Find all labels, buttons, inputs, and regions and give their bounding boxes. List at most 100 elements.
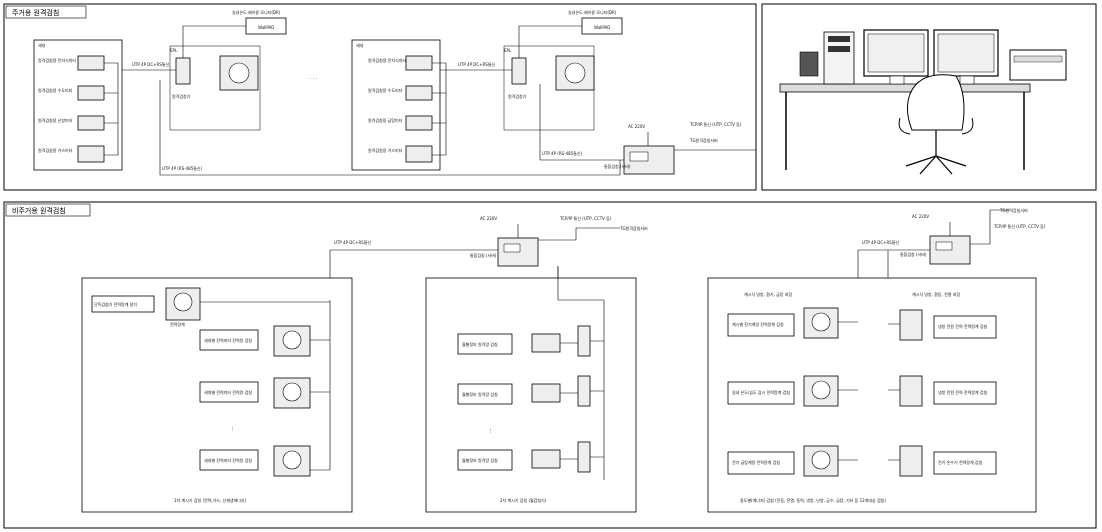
mcu-top-screen bbox=[629, 151, 649, 162]
left-meter-stack: 원격검침용 전자식미터 원격검침용 수도미터 원격검침용 난방미터 원격검침용 … bbox=[38, 55, 105, 163]
meter-label-4: 원격검침용 가스미터 bbox=[38, 147, 73, 153]
wallpad-right bbox=[581, 17, 623, 35]
tcpip-mid: TCP/IP 통신 (UTP, CCTV 등) bbox=[559, 215, 612, 221]
panel-1-rows: 세대별 전력미터 전력량 검침 세대별 전력미터 전력량 검침 ⋮ 세대별 전력… bbox=[199, 325, 311, 477]
panel-3-left-item-3 bbox=[727, 451, 795, 475]
bottom-title: 비주거용 원격검침 bbox=[12, 206, 66, 215]
panel-2-box bbox=[425, 277, 637, 513]
panel-2-item-3 bbox=[457, 449, 513, 471]
panel-3-right-meter-2 bbox=[899, 375, 923, 407]
meter-label-2: 원격검침용 수도미터 bbox=[38, 87, 73, 93]
tg-server-top: TG원격검침서버 bbox=[689, 137, 718, 143]
panel-1-item-3-text: 세대별 전력미터 전력량 검침 bbox=[204, 457, 252, 463]
panel-2-dev-1 bbox=[531, 333, 561, 353]
bottom-title-tab bbox=[5, 203, 91, 217]
meter-b-label-4: 원격검침용 가스미터 bbox=[368, 147, 403, 153]
meter-b-device-1 bbox=[405, 55, 433, 71]
dots-top: · · · bbox=[310, 77, 317, 82]
panel-2-item-3-text: 월별정보 원격량 검침 bbox=[462, 457, 498, 463]
unit-label-left: 세대 bbox=[38, 42, 46, 48]
panel-3-head-right: 계시식 냉방, 환등, 전열 외함 bbox=[912, 291, 960, 297]
panel-3-left-item-3-text: 전기 급탕계량 전력량계 검침 bbox=[732, 459, 780, 465]
desk-top bbox=[779, 83, 1031, 93]
utp-mid: UTP 4P DC+RS통신 bbox=[334, 239, 372, 245]
tcpip-top: TCP/IP 통신 (UTP, CCTV 등) bbox=[689, 121, 742, 127]
right-meter-stack: 원격검침용 전자식미터 원격검침용 수도미터 원격검침용 급탕미터 원격검침용 … bbox=[368, 55, 433, 163]
panel-1-main-label: 전력량계 bbox=[170, 321, 185, 327]
panel-2-item-2-text: 월별정보 원격량 검침 bbox=[462, 391, 498, 397]
epl-right bbox=[511, 57, 527, 85]
panel-3-right-item-3 bbox=[933, 451, 997, 475]
top-title-tab bbox=[5, 5, 87, 19]
panel-2-dev-3 bbox=[531, 449, 561, 469]
utp-label-left: UTP 4P DC+RS통신 bbox=[132, 61, 170, 67]
collector-dial-right bbox=[564, 62, 586, 84]
ac220-mid: AC 220V bbox=[480, 216, 497, 221]
panel-2-item-1 bbox=[457, 333, 513, 355]
panel-3-right-rows: 냉방 전원 전력 전력량계 검침 냉방 전원 전력 전력량계 검침 전기 온수기… bbox=[888, 309, 997, 477]
meter-b-label-3: 원격검침용 급탕미터 bbox=[368, 117, 403, 123]
epl-label-right: EPL bbox=[504, 48, 512, 53]
panel-2-term-2 bbox=[577, 375, 591, 407]
meter-device-4 bbox=[77, 145, 105, 163]
panel-2-term-1 bbox=[577, 325, 591, 357]
epl-label-left: EPL bbox=[170, 48, 178, 53]
collector-label-right: 원격검침기 bbox=[508, 93, 527, 99]
panel-3-left-item-2 bbox=[727, 381, 795, 405]
panel-1-item-3 bbox=[199, 449, 259, 471]
panel-2-term-3 bbox=[577, 441, 591, 473]
meter-b-device-2 bbox=[405, 85, 433, 101]
ac220-right: AC 220V bbox=[912, 214, 929, 219]
panel-3-right-meter-1 bbox=[899, 309, 923, 341]
panel-2-rows: 월별정보 원격량 검침 월별정보 원격량 검침 ⋮ 월별정보 원격량 검침 bbox=[457, 325, 604, 473]
panel-3-head-left: 계시식 냉방, 환기, 급탕 외함 bbox=[744, 291, 792, 297]
office-chair-icon bbox=[906, 74, 965, 131]
panel-2-caption: 2차 계시기 검침 (월검침기) bbox=[500, 497, 547, 503]
tg-mid: TG원격검침서버 bbox=[619, 225, 648, 231]
meter-b-device-3 bbox=[405, 115, 433, 131]
panel-2-item-1-text: 월별정보 원격량 검침 bbox=[462, 341, 498, 347]
mcu-mid-label: 통합검침 (서버) bbox=[470, 252, 497, 258]
tcpip-right: TCP/IP 통신 (UTP, CCTV 등) bbox=[993, 223, 1046, 229]
panel-3-right-meter-3 bbox=[899, 445, 923, 477]
meter-device-1 bbox=[77, 55, 105, 71]
meter-label-1: 원격검침용 전자식미터 bbox=[38, 57, 76, 63]
panel-3-left-item-2-text: 실내 온도/습도 감시 전력량계 검침 bbox=[732, 389, 790, 395]
panel-3-right-item-2 bbox=[933, 381, 997, 405]
collector-label-left: 원격검침기 bbox=[172, 93, 191, 99]
sensor-label-right: 실내온도 제어용 모니터(DR) bbox=[568, 9, 617, 15]
meter-b-label-2: 원격검침용 수도미터 bbox=[368, 87, 403, 93]
panel-1-dots: ⋮ bbox=[230, 426, 235, 432]
panel-3-right-item-3-text: 전기 온수기 전력량계 검침 bbox=[938, 459, 983, 465]
panel-3-right-item-1 bbox=[933, 315, 997, 339]
meter-label-3: 원격검침용 난방미터 bbox=[38, 117, 73, 123]
rs485-label-right: UTP 4P (RS-485통신) bbox=[542, 150, 583, 156]
panel-1-item-2-text: 세대별 전력미터 전력량 검침 bbox=[204, 389, 252, 395]
panel-3-left-item-1-text: 계시별 전기계량 전력량계 검침 bbox=[732, 321, 784, 327]
wallpad-left bbox=[245, 17, 287, 35]
panel-1-caption: 1차 계시기 검침 (전력,가스, 신재생에너지) bbox=[174, 497, 247, 503]
workstation-illustration bbox=[779, 29, 1067, 175]
panel-3-left-item-1 bbox=[727, 313, 795, 337]
top-title: 주거용 원격검침 bbox=[12, 8, 59, 17]
panel-1-item-1-text: 세대별 전력미터 전력량 검침 bbox=[204, 337, 252, 343]
speaker-icon bbox=[799, 51, 819, 77]
meter-device-2 bbox=[77, 85, 105, 101]
meter-device-3 bbox=[77, 115, 105, 131]
panel-3-caption: 용도별(에너지) 검침 (전등, 전열, 동력, 냉방, 난방, 급수, 급탕,… bbox=[740, 497, 886, 503]
mcu-top-label: 통합검침 (서버) bbox=[604, 163, 631, 169]
panel-3-right-item-1-text: 냉방 전원 전력 전력량계 검침 bbox=[938, 323, 988, 329]
wallpad-label-left: WallPAD bbox=[258, 25, 274, 30]
mcu-right-label: 통합검침 (서버) bbox=[900, 251, 927, 257]
utp-right: UTP 4P DC+RS통신 bbox=[862, 239, 900, 245]
collector-left bbox=[219, 55, 259, 91]
panel-2-item-2 bbox=[457, 383, 513, 405]
rs485-label-left: UTP 4P (RS-485통신) bbox=[162, 165, 203, 171]
printer-icon bbox=[1009, 49, 1067, 81]
panel-1-tag bbox=[91, 295, 155, 313]
ac220-top: AC 220V bbox=[628, 124, 645, 129]
epl-left bbox=[175, 57, 191, 85]
panel-3-left-rows: 계시별 전기계량 전력량계 검침 실내 온도/습도 감시 전력량계 검침 전기 … bbox=[727, 307, 858, 477]
